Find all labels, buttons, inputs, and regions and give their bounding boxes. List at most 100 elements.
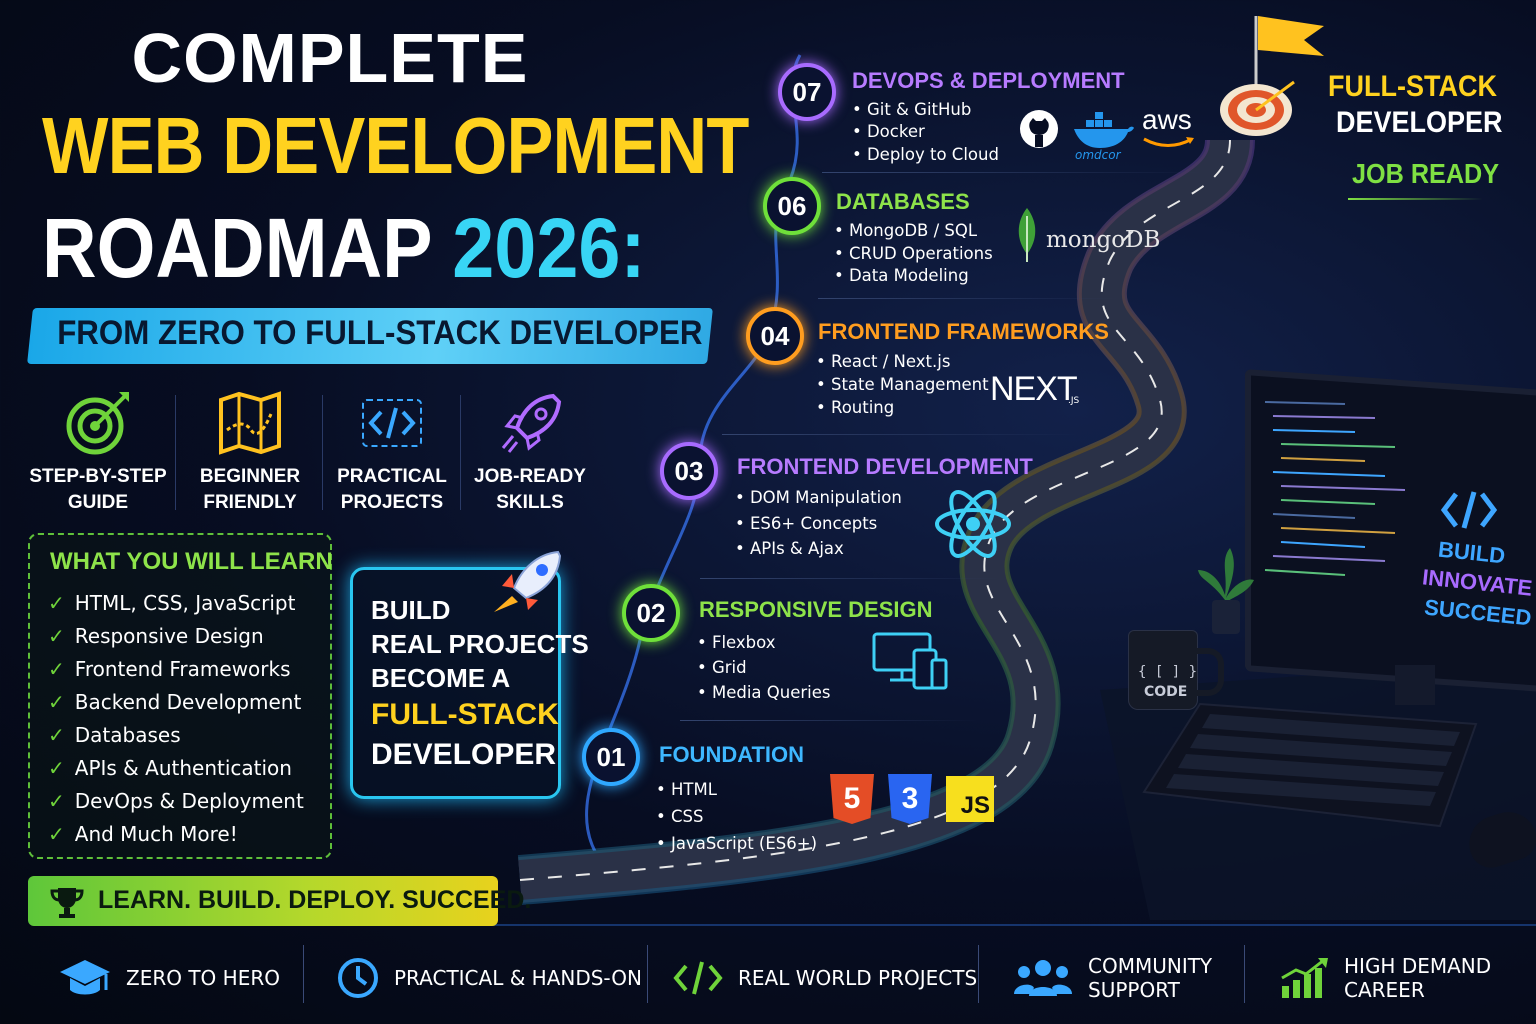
feature-label: STEP-BY-STEP GUIDE <box>29 466 167 513</box>
divider <box>460 395 461 510</box>
mug-symbol: { [ ] } <box>1138 664 1198 680</box>
check-icon: ✓ <box>48 690 65 714</box>
footer-real-projects: REAL WORLD PROJECTS <box>672 948 977 1008</box>
title-line-1: COMPLETE <box>131 19 529 97</box>
target-icon <box>66 392 129 455</box>
step-item: • Git & GitHub <box>852 100 972 119</box>
check-icon: ✓ <box>48 657 65 681</box>
code-lines <box>1264 401 1406 576</box>
goal-line-2: DEVELOPER <box>1336 106 1503 139</box>
footer-label: ZERO TO HERO <box>126 966 280 990</box>
title-line-3: ROADMAP 2026: <box>42 200 646 297</box>
css3-icon: 3 <box>888 774 932 824</box>
divider <box>322 395 323 510</box>
github-icon <box>1020 110 1058 148</box>
job-ready-underline <box>1348 198 1483 200</box>
step-item: • Media Queries <box>697 683 831 702</box>
learn-box <box>28 533 332 859</box>
footer-label: COMMUNITY SUPPORT <box>1088 954 1213 1002</box>
trophy-icon <box>50 888 84 918</box>
aws-smile-icon <box>1143 137 1194 147</box>
clock-icon <box>338 958 378 998</box>
build-box <box>350 567 561 799</box>
step-badge-07: 07 <box>778 63 836 121</box>
job-ready-tag: JOB READY <box>1352 158 1500 189</box>
nextjs-logo: NEXT <box>990 370 1078 408</box>
footer-label: REAL WORLD PROJECTS <box>738 966 978 990</box>
nextjs-logo-suffix: .JS <box>1068 396 1080 406</box>
check-icon: ✓ <box>48 591 65 615</box>
build-line-1: BUILD <box>371 595 451 625</box>
step-title-responsive: RESPONSIVE DESIGN <box>699 597 933 622</box>
footer-community: COMMUNITY SUPPORT <box>1012 948 1212 1008</box>
divider <box>700 578 1000 579</box>
list-item: ✓Responsive Design <box>48 624 264 648</box>
step-item: • Docker <box>852 122 925 141</box>
step-item: • JavaScript (ES6+) <box>656 834 818 853</box>
divider <box>303 945 304 1003</box>
list-item: ✓APIs & Authentication <box>48 756 292 780</box>
code-icon <box>1440 491 1498 529</box>
rocket-icon <box>501 393 562 453</box>
divider <box>722 434 1082 435</box>
step-item: • DOM Manipulation <box>735 488 902 507</box>
footer-zero-to-hero: ZERO TO HERO <box>58 948 280 1008</box>
feature-practical: PRACTICAL PROJECTS <box>322 390 462 516</box>
code-icon <box>673 961 723 995</box>
divider <box>978 945 979 1003</box>
code-icon <box>362 399 422 447</box>
devices-icon <box>872 632 948 690</box>
react-icon <box>935 490 1011 558</box>
javascript-icon: JS <box>946 776 994 822</box>
step-item: • CSS <box>656 807 704 826</box>
divider <box>1244 945 1245 1003</box>
build-line-4: FULL-STACK <box>371 698 559 731</box>
step-item: • Routing <box>816 398 895 417</box>
monitor-stand <box>1395 665 1435 705</box>
aws-logo: aws <box>1142 104 1192 135</box>
step-title-frontend: FRONTEND DEVELOPMENT <box>737 454 1033 479</box>
divider <box>818 298 1118 299</box>
step-title-frameworks: FRONTEND FRAMEWORKS <box>818 319 1109 344</box>
step-item: • CRUD Operations <box>834 244 993 263</box>
step-title-databases: DATABASES <box>836 189 970 214</box>
mug-handle <box>1196 648 1224 696</box>
feature-label: PRACTICAL PROJECTS <box>337 466 447 513</box>
docker-icon <box>1074 112 1134 148</box>
step-item: • APIs & Ajax <box>735 539 844 558</box>
title-roadmap: ROADMAP <box>42 201 432 295</box>
step-item: • Deploy to Cloud <box>852 145 999 164</box>
footer-high-demand: HIGH DEMAND CAREER <box>1278 948 1491 1008</box>
list-item: ✓HTML, CSS, JavaScript <box>48 591 296 615</box>
feature-step-by-step: STEP-BY-STEP GUIDE <box>28 390 168 516</box>
build-line-2: REAL PROJECTS <box>371 629 589 659</box>
list-item: ✓And Much More! <box>48 822 238 846</box>
list-item: ✓Backend Development <box>48 690 302 714</box>
step-title-foundation: FOUNDATION <box>659 742 805 767</box>
target-flag-icon <box>1220 16 1324 136</box>
step-item: • React / Next.js <box>816 352 951 371</box>
step-badge-01: 01 <box>582 728 640 786</box>
step-badge-04: 04 <box>746 307 804 365</box>
mug-label: CODE <box>1144 684 1188 700</box>
footer-label: HIGH DEMAND CAREER <box>1344 954 1492 1002</box>
keyboard <box>1142 702 1478 828</box>
build-line-5: DEVELOPER <box>371 738 557 771</box>
mongodb-leaf-icon <box>1018 208 1036 262</box>
check-icon: ✓ <box>48 789 65 813</box>
learn-title: WHAT YOU WILL LEARN <box>50 548 333 575</box>
subtitle: FROM ZERO TO FULL-STACK DEVELOPER <box>57 314 703 352</box>
growth-chart-icon <box>1281 958 1328 998</box>
rocket-icon <box>494 550 562 612</box>
step-item: • State Management <box>816 375 989 394</box>
step-badge-06: 06 <box>763 177 821 235</box>
list-item: ✓DevOps & Deployment <box>48 789 304 813</box>
divider <box>175 395 176 510</box>
slogan-banner <box>28 876 498 926</box>
feature-beginner: BEGINNER FRIENDLY <box>180 390 320 516</box>
goal-line-1: FULL-STACK <box>1328 70 1497 103</box>
check-icon: ✓ <box>48 723 65 747</box>
plant-icon <box>1198 548 1254 634</box>
mongodb-logo: mongoDB <box>1046 227 1161 253</box>
step-title-devops: DEVOPS & DEPLOYMENT <box>852 68 1125 93</box>
